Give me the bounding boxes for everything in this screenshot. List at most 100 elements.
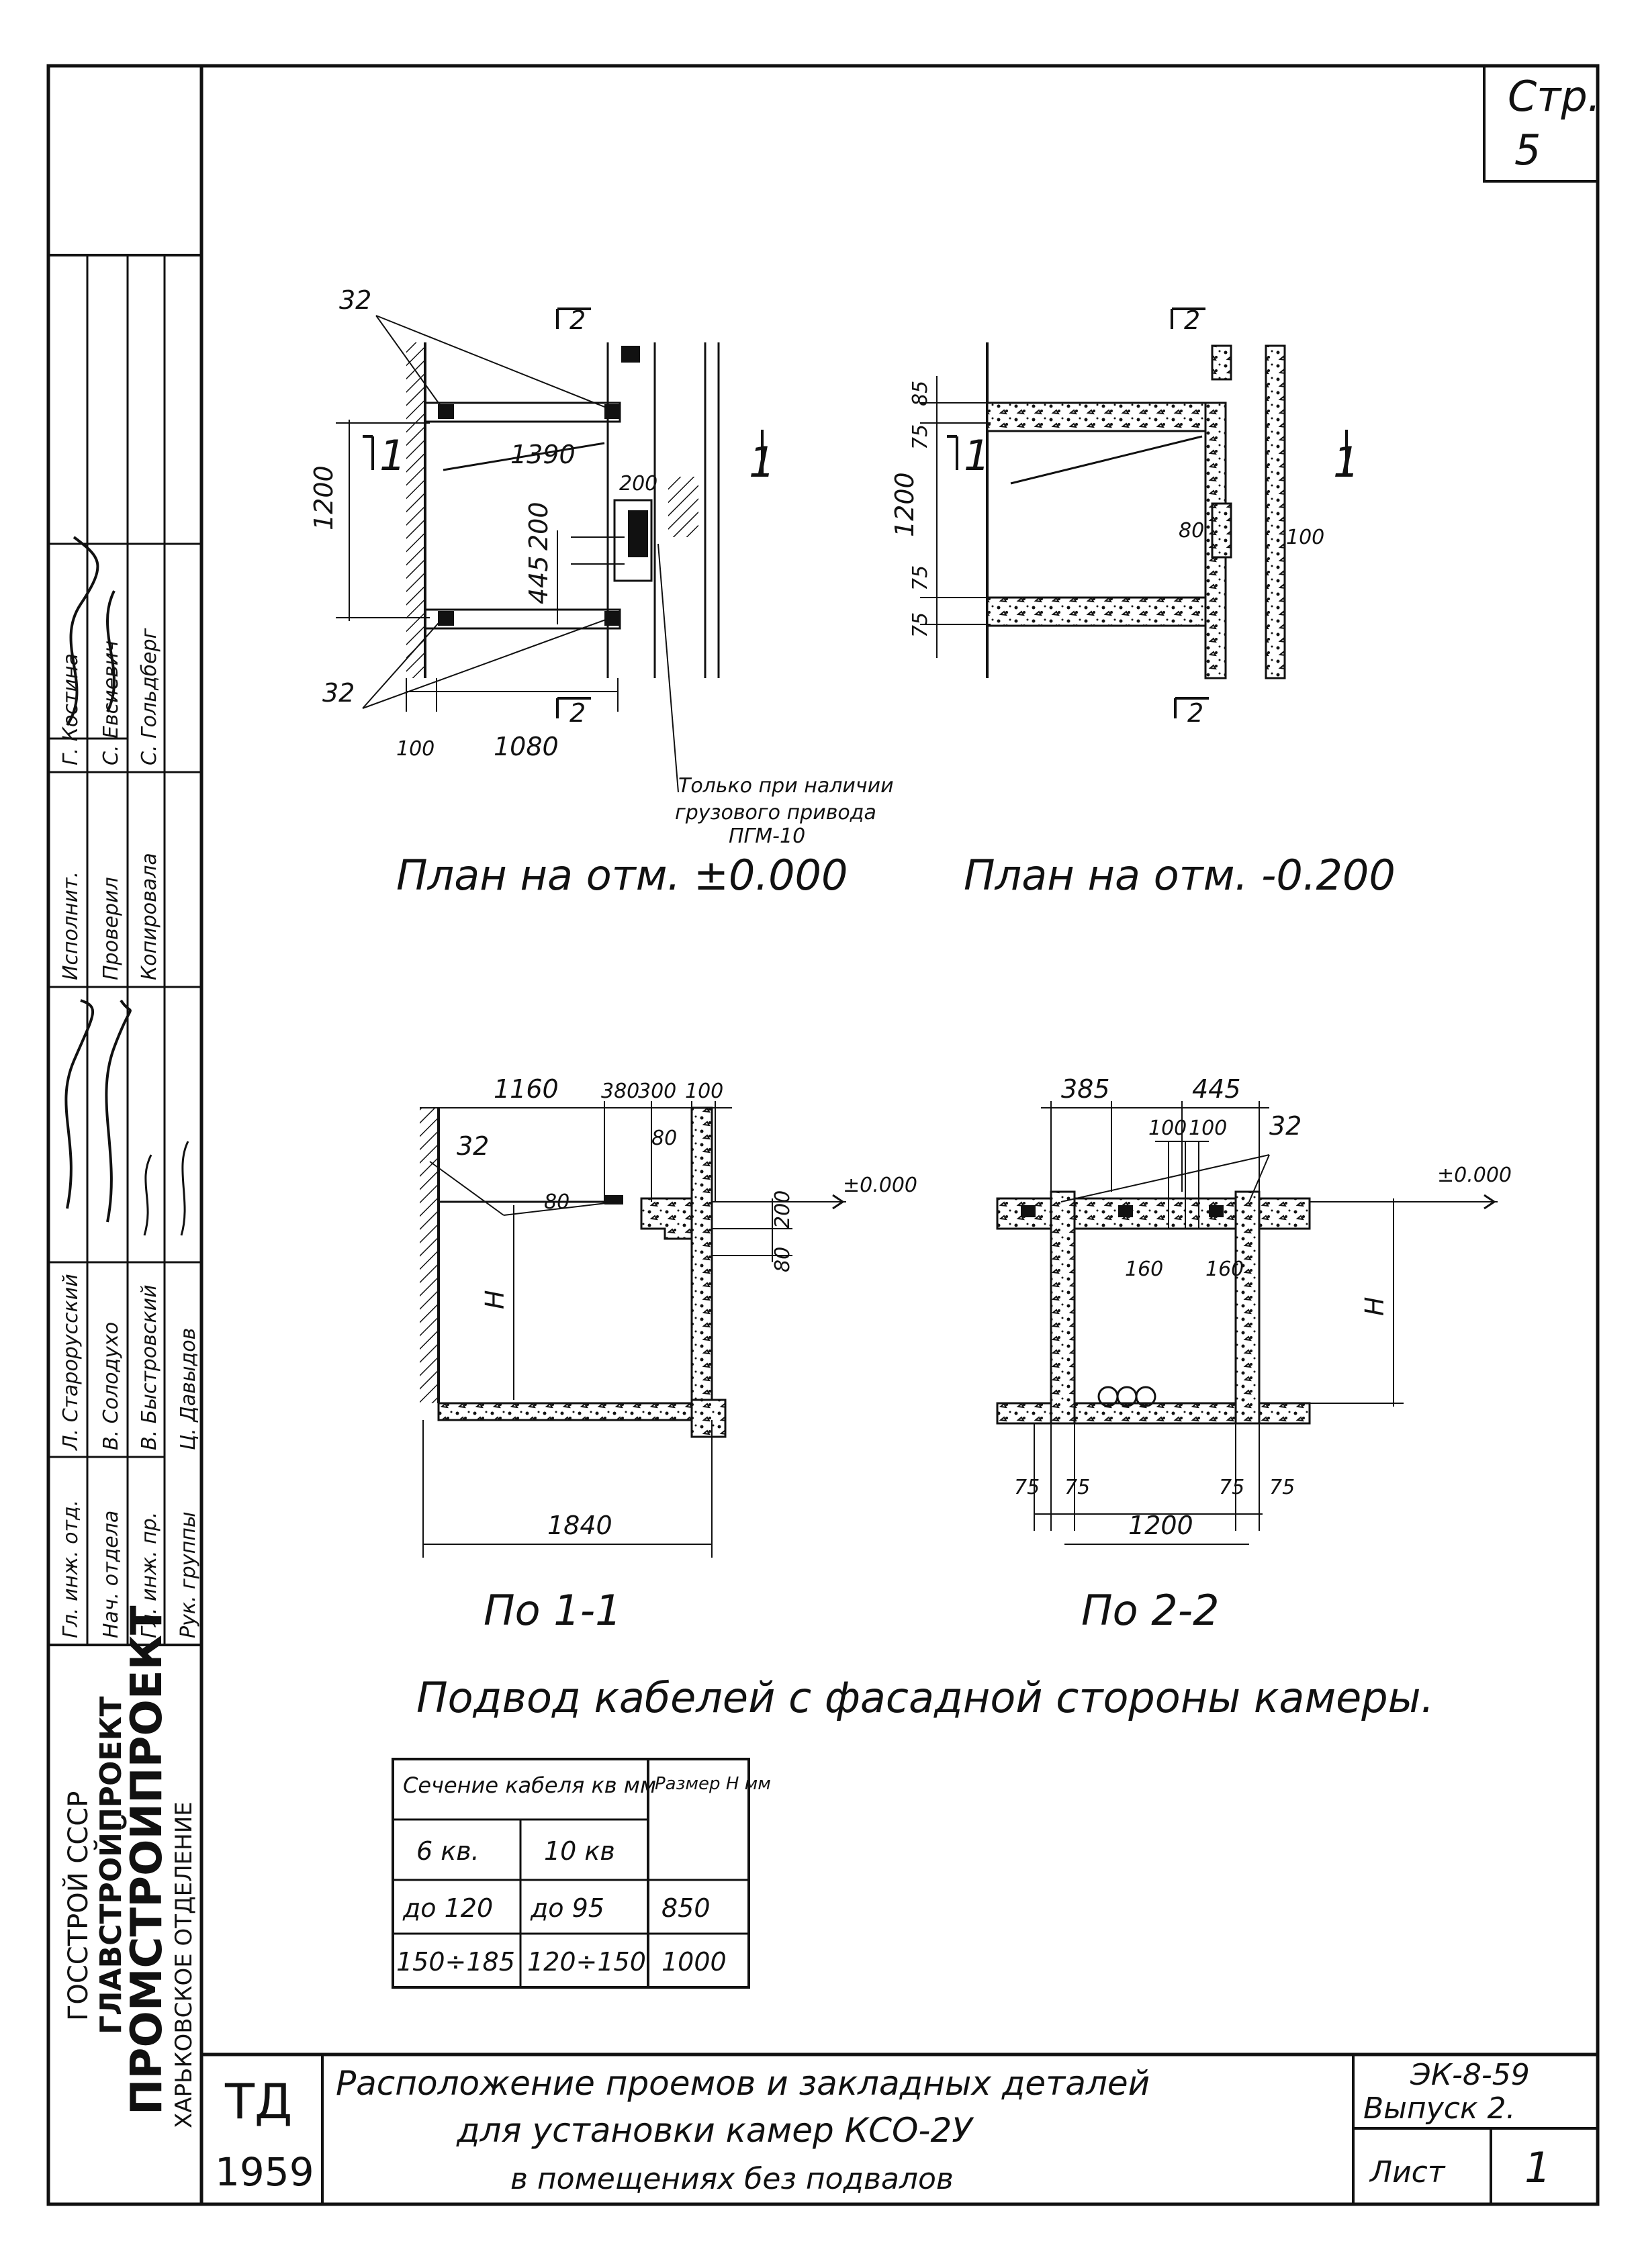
org-line: ХАРЬКОВСКОЕ ОТДЕЛЕНИЕ	[171, 1801, 197, 2128]
section-title: По 2-2	[1081, 1586, 1220, 1635]
dim-text: 445	[524, 555, 553, 604]
table-col2: 10 кв	[544, 1836, 615, 1866]
note-line: ПГМ-10	[729, 824, 805, 848]
corner-page-box: Стр. 5	[1483, 66, 1600, 183]
section-mark: 2	[569, 698, 586, 728]
section-mark: 1	[379, 431, 406, 480]
dim-text: 75	[1064, 1476, 1090, 1499]
dim-text: 75	[1014, 1476, 1040, 1499]
dim-text: 160	[1205, 1258, 1244, 1281]
stamp-role: Гл. инж. отд.	[59, 1500, 83, 1638]
dim-text: 100	[685, 1080, 723, 1103]
dim-text: 200	[524, 502, 553, 551]
signature	[143, 1154, 152, 1236]
dim-text: 385	[1061, 1074, 1110, 1104]
table-cell: 1000	[662, 1947, 727, 1977]
dim-text: 1080	[494, 732, 559, 761]
table-header: Сечение кабеля кв мм	[403, 1773, 656, 1798]
dim-text: 32	[322, 678, 355, 708]
signature	[180, 1141, 189, 1236]
dim-text: 32	[1269, 1111, 1302, 1141]
stamp-name: В. Солодухо	[99, 1322, 123, 1450]
dim-text: 1200	[309, 465, 338, 530]
dim-text: 80	[544, 1190, 569, 1214]
table-cell: 120÷150	[527, 1947, 646, 1977]
dim-text: 100	[1286, 526, 1324, 549]
stamp-name: С. Гольдберг	[138, 628, 161, 765]
plan-title: План на отм. ±0.000	[396, 851, 848, 900]
dim-text: 75	[909, 424, 932, 450]
stamp-name: В. Быстровский	[138, 1284, 161, 1450]
dim-text: 32	[339, 285, 371, 315]
stamp-role: Гл. инж. пр.	[138, 1512, 161, 1638]
org-line: ГЛАВСТРОЙПРОЕКТ	[93, 1697, 128, 2034]
signature	[106, 590, 116, 712]
table-cell: 850	[662, 1893, 711, 1923]
dim-text: 200	[771, 1190, 794, 1229]
caption: Подвод кабелей с фасадной стороны камеры…	[416, 1673, 1434, 1722]
stamp-role: Проверил	[99, 877, 123, 980]
wall-hatch	[406, 342, 425, 678]
section-mark: 2	[1184, 305, 1200, 335]
plan-title: План на отм. -0.200	[964, 851, 1396, 900]
dim-text: 75	[1269, 1476, 1295, 1499]
left-stamp: Гл. инж. отд. Нач. отдела Гл. инж. пр. Р…	[48, 254, 201, 2128]
sheet-frame	[46, 64, 1600, 2206]
stamp-name: Л. Старорусский	[59, 1274, 83, 1451]
td-mark: ТД	[224, 2073, 292, 2130]
dim-text: 1840	[547, 1511, 612, 1540]
section-title: По 1-1	[484, 1586, 622, 1635]
table-col1: 6 кв.	[416, 1836, 480, 1866]
org-line: ПРОМСТРОЙПРОЕКТ	[121, 1605, 172, 2115]
dim-text: 200	[619, 472, 657, 495]
dim-text: 75	[909, 565, 932, 591]
table-cell: 150÷185	[396, 1947, 515, 1977]
plan-top-left: 32 1390 1200 200 200 445 32 100 1080 2 2…	[309, 285, 894, 900]
dim-text: 1200	[1128, 1511, 1193, 1540]
dim-text: 80	[651, 1127, 677, 1150]
stamp-role: Рук. группы	[177, 1511, 200, 1638]
dim-text: 1160	[494, 1074, 559, 1104]
dim-text: 445	[1192, 1074, 1241, 1104]
stamp-role: Копировала	[138, 853, 161, 980]
sheet-label: Лист	[1369, 2155, 1446, 2189]
table-cell: до 95	[530, 1893, 604, 1923]
dim-text: 1200	[890, 472, 919, 537]
dim-text: 1390	[510, 440, 576, 469]
section-mark: 2	[569, 305, 586, 335]
stamp-role: Нач. отдела	[99, 1511, 123, 1638]
dim-text: 100	[1189, 1117, 1227, 1140]
dim-text: 75	[1219, 1476, 1244, 1499]
stamp-role: Исполнит.	[59, 871, 83, 980]
dim-text: 380	[601, 1080, 639, 1103]
dim-text: 75	[909, 612, 932, 638]
note-line: грузового привода	[675, 801, 876, 824]
title-line: в помещениях без подвалов	[510, 2162, 954, 2196]
dim-text: 300	[638, 1080, 676, 1103]
dim-text: 160	[1125, 1258, 1163, 1281]
corner-label: Стр.	[1508, 72, 1600, 121]
table-header-h: Размер H мм	[655, 1774, 771, 1794]
cable-table: Сечение кабеля кв мм Размер H мм 6 кв. 1…	[392, 1758, 771, 1989]
table-cell: до 120	[402, 1893, 493, 1923]
signature	[105, 999, 132, 1223]
title-block: ТД 1959 Расположение проемов и закладных…	[201, 2052, 1598, 2204]
section-mark: 1	[964, 431, 990, 480]
td-year: 1959	[215, 2149, 314, 2195]
signature	[64, 999, 95, 1209]
dim-text: 85	[909, 381, 932, 406]
stamp-name: Ц. Давыдов	[177, 1328, 200, 1450]
section-mark: 2	[1187, 698, 1203, 728]
stamp-name: Г. Костина	[59, 653, 83, 765]
section-mark: 1	[749, 438, 775, 487]
doc-code: ЭК-8-59	[1410, 2058, 1530, 2092]
section-mark: 1	[1333, 438, 1359, 487]
corner-number: 5	[1514, 126, 1541, 175]
title-line: Расположение проемов и закладных деталей	[336, 2064, 1150, 2103]
org-line: ГОССТРОЙ СССР	[62, 1791, 94, 2021]
level-mark: ±0.000	[1437, 1164, 1512, 1187]
dim-text: 100	[396, 737, 435, 761]
level-mark: ±0.000	[843, 1174, 917, 1197]
dim-text: 100	[1148, 1117, 1187, 1140]
